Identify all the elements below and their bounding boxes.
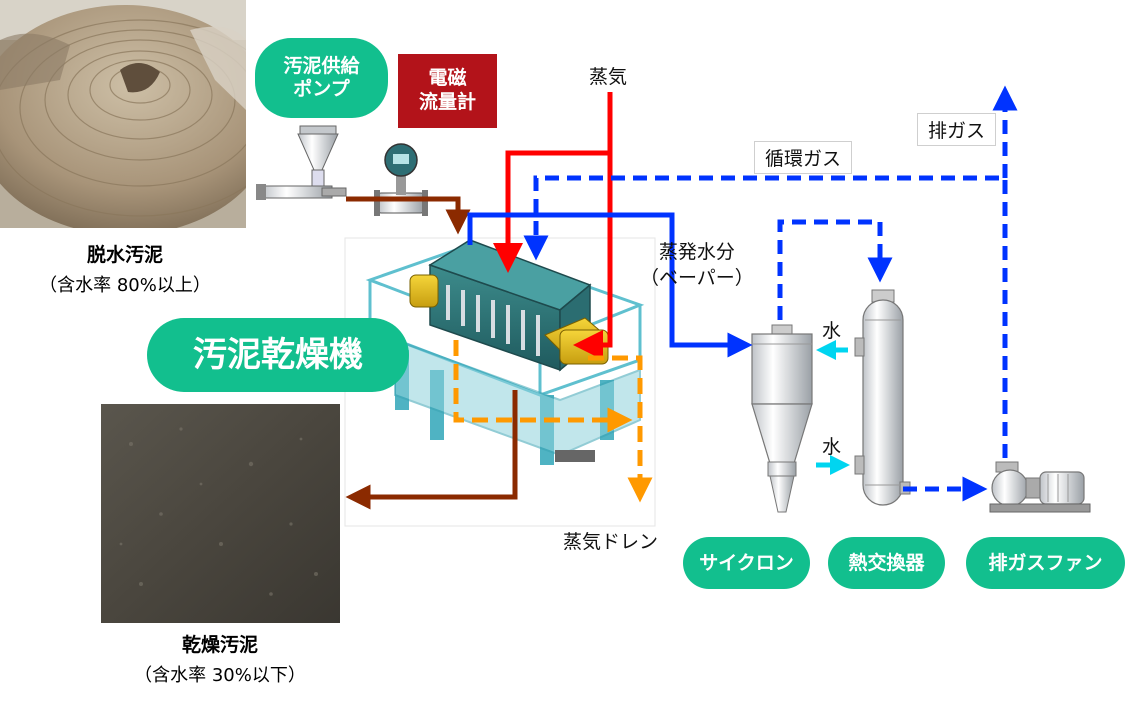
dryer-label: 汚泥乾燥機 [147, 318, 409, 392]
pump-label-line1: 汚泥供給 [283, 55, 360, 78]
heat-exchanger-label: 熱交換器 [828, 537, 945, 589]
vapor-label: 蒸発水分 （ベーパー） [640, 240, 754, 291]
vapor-line [467, 212, 753, 358]
water-label-top: 水 [822, 320, 842, 342]
steam-to-dryer-side [573, 153, 613, 360]
cyclone-label: サイクロン [683, 537, 810, 589]
exhaust-gas-label: 排ガス [917, 113, 997, 146]
steam-drain-label: 蒸気ドレン [563, 531, 659, 553]
dried-sludge-photo [101, 404, 340, 623]
dried-sludge-outflow-line [345, 390, 518, 510]
steam-to-dryer-top [493, 150, 610, 273]
dried-sludge-caption: 乾燥汚泥 （含水率 30%以下） [110, 630, 330, 687]
exhaust-fan-icon [989, 461, 1091, 513]
dewatered-sludge-caption: 脱水汚泥 （含水率 80%以上） [20, 240, 230, 297]
dried-sludge-subtitle: （含水率 30%以下） [134, 665, 306, 686]
vapor-label-line1: 蒸発水分 [658, 241, 735, 263]
water-label-bottom: 水 [822, 436, 842, 458]
recycle-gas-label: 循環ガス [754, 141, 853, 174]
dewatered-sludge-subtitle: （含水率 80%以上） [39, 275, 211, 296]
sludge-pump-label: 汚泥供給 ポンプ [255, 38, 388, 118]
flowmeter-label-line1: 電磁 [428, 67, 467, 90]
heat-exchanger-icon [854, 289, 911, 506]
flowmeter-label: 電磁 流量計 [398, 54, 497, 128]
cyclone-icon [751, 324, 813, 513]
exhaust-fan-label: 排ガスファン [966, 537, 1125, 589]
dewatered-sludge-title: 脱水汚泥 [86, 244, 163, 266]
recycle-gas-line [523, 175, 1008, 458]
dewatered-sludge-photo [0, 0, 246, 228]
flowmeter-icon [374, 143, 428, 216]
vapor-label-line2: （ベーパー） [640, 266, 754, 289]
pump-label-line2: ポンプ [293, 78, 350, 100]
steam-drain-line [588, 355, 653, 503]
dried-sludge-title: 乾燥汚泥 [181, 634, 258, 656]
flowmeter-label-line2: 流量計 [418, 91, 476, 113]
steam-label: 蒸気 [589, 66, 628, 88]
drain-line-loop [453, 340, 633, 433]
sludge-feed-line [346, 196, 471, 235]
sludge-pump-icon [256, 125, 347, 200]
cyclone-to-heatexchanger-line [777, 219, 893, 320]
